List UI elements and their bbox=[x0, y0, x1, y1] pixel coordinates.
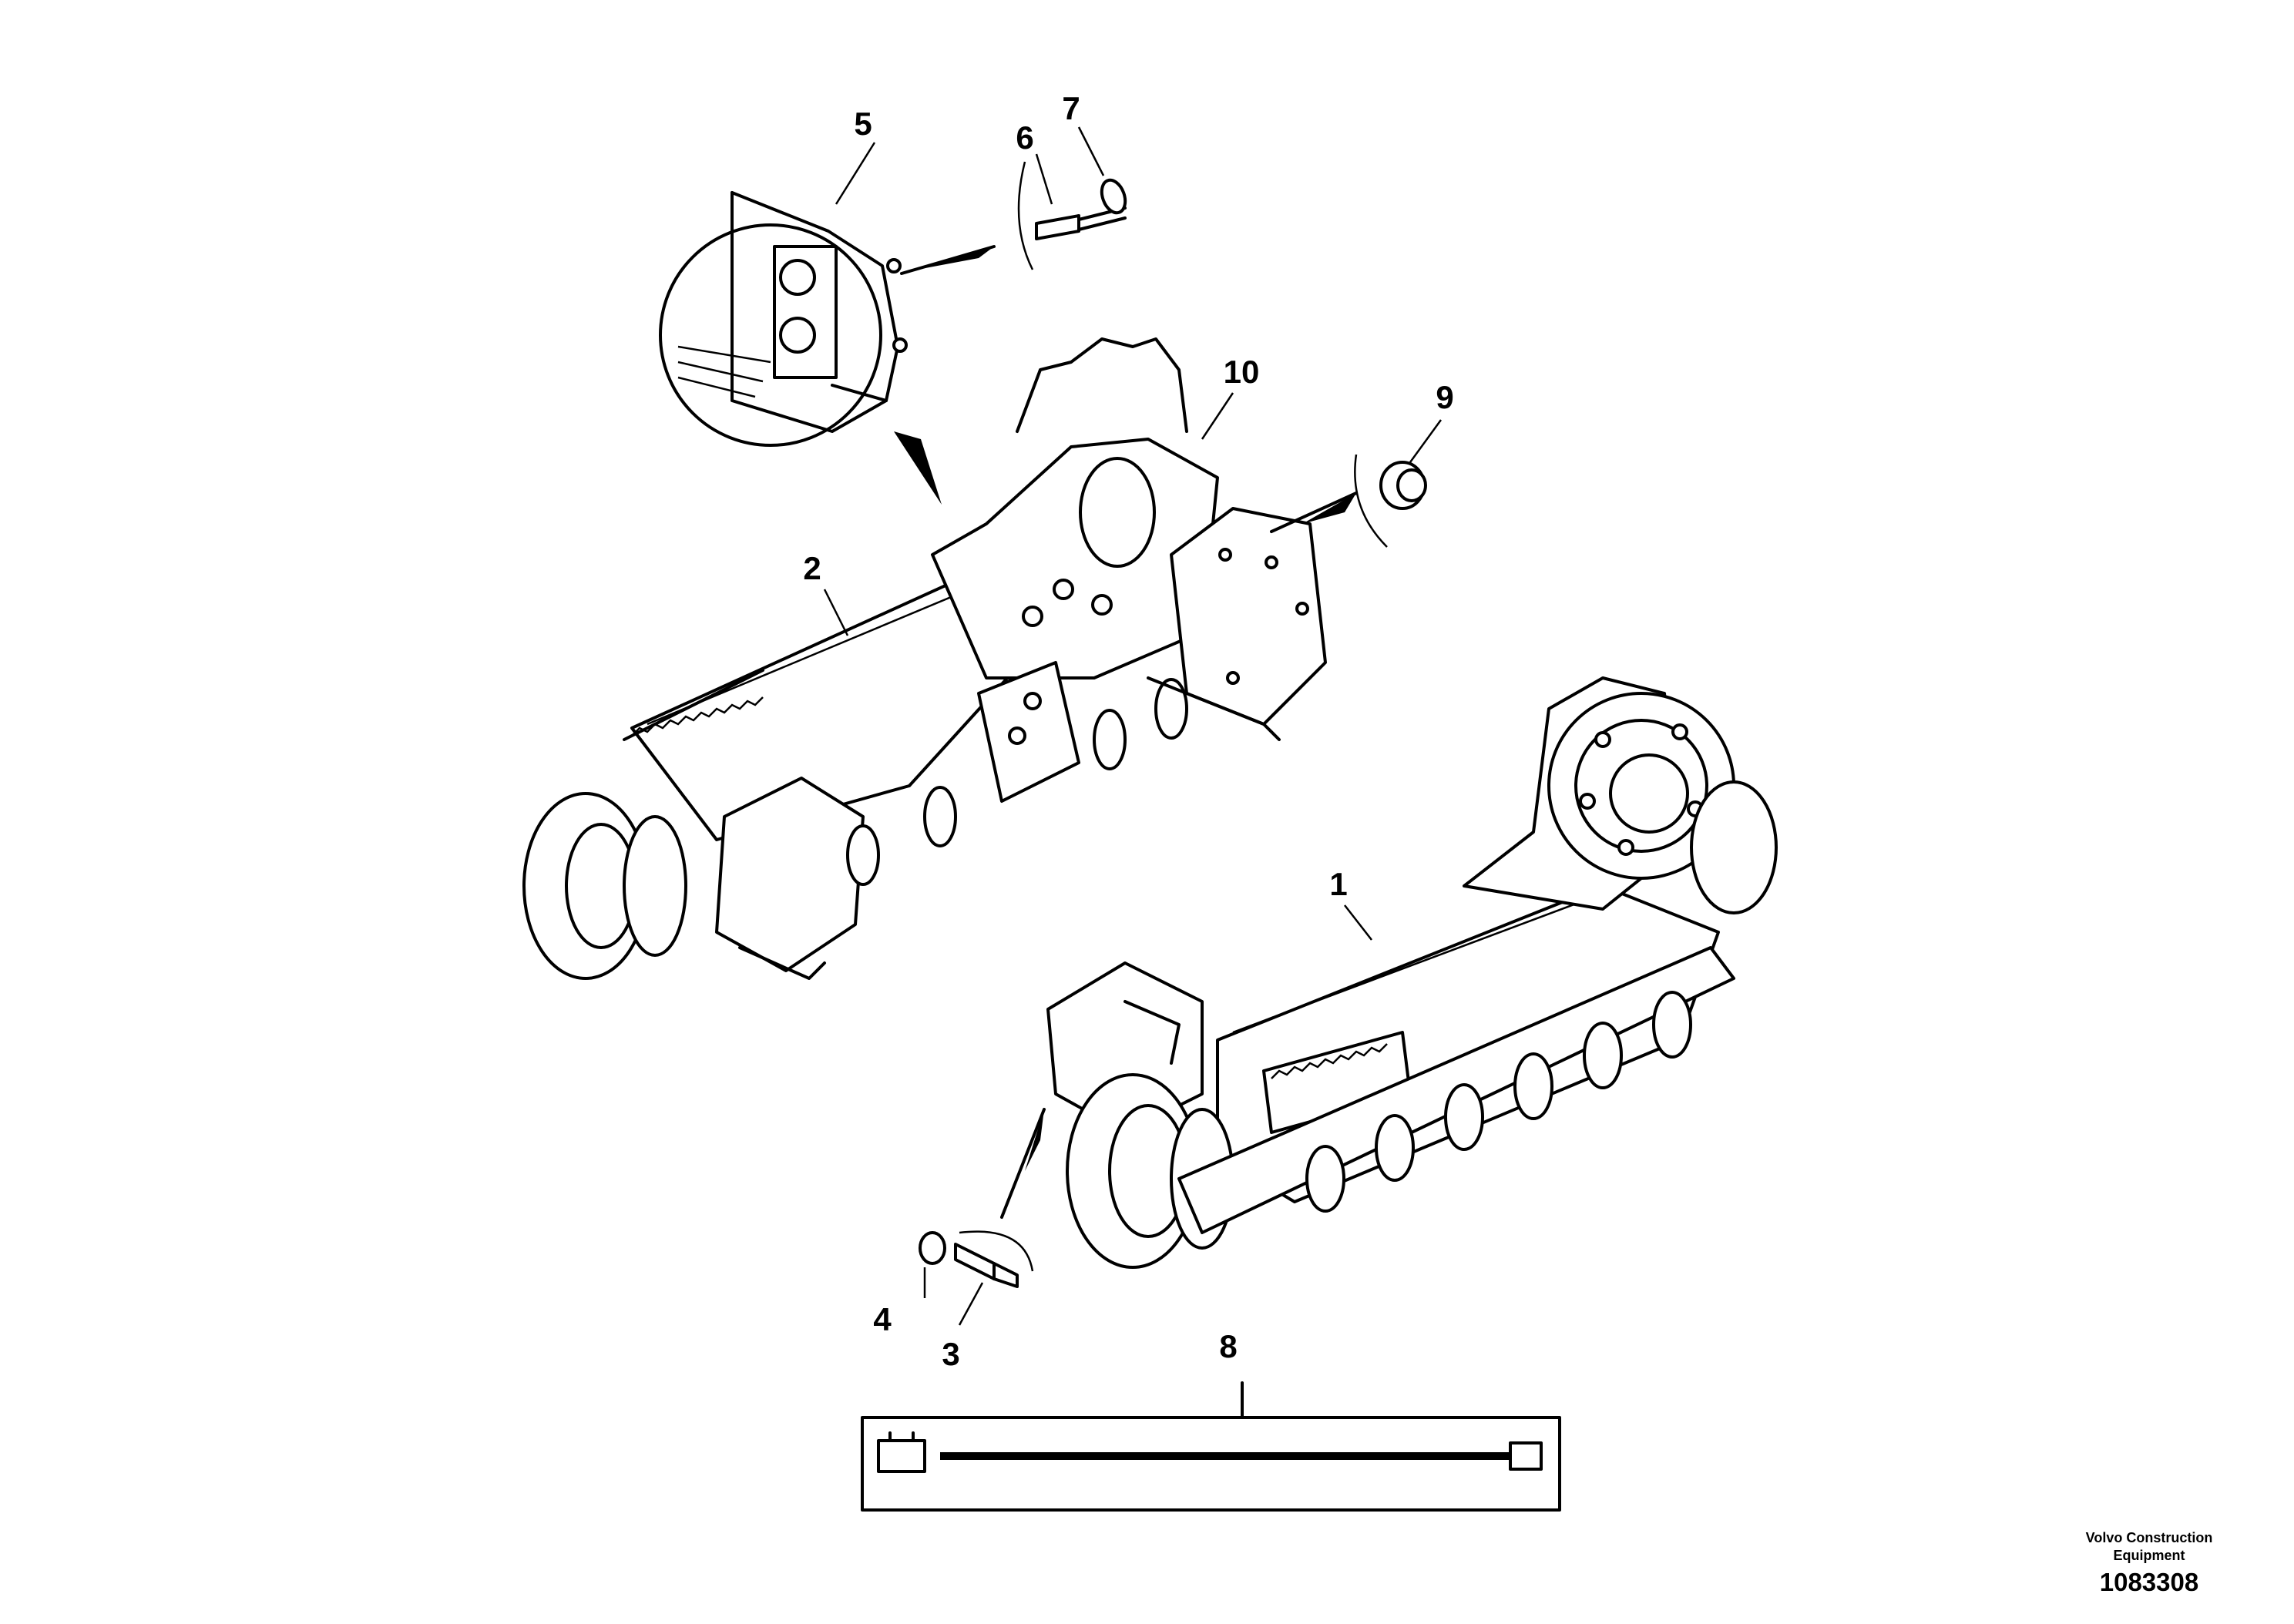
callout-4: 4 bbox=[873, 1301, 892, 1337]
plug-detail-9 bbox=[1270, 454, 1427, 548]
track-frame-1 bbox=[1046, 676, 1778, 1269]
detail-bubble-item-5 bbox=[659, 191, 942, 505]
callout-1: 1 bbox=[1329, 866, 1347, 902]
callout-2: 2 bbox=[803, 550, 821, 586]
harness-box-8 bbox=[861, 1381, 1561, 1512]
document-number: 1083308 bbox=[2099, 1568, 2199, 1596]
callout-3: 3 bbox=[942, 1336, 959, 1372]
callout-5: 5 bbox=[854, 106, 872, 142]
bolt-washer-detail-3-4 bbox=[919, 1108, 1046, 1288]
callout-10: 10 bbox=[1224, 354, 1260, 390]
callout-6: 6 bbox=[1016, 119, 1033, 156]
callout-labels: 5 6 7 10 9 2 1 4 3 8 bbox=[803, 90, 1453, 1372]
manufacturer-line-1: Volvo Construction bbox=[2085, 1530, 2213, 1545]
track-frame-2 bbox=[522, 337, 1327, 980]
callout-7: 7 bbox=[1062, 90, 1080, 126]
leader-lines bbox=[823, 126, 1443, 1326]
document-footer: Volvo Construction Equipment 1083308 bbox=[2049, 1529, 2249, 1599]
callout-9: 9 bbox=[1436, 379, 1453, 415]
bolt-washer-detail-6-7 bbox=[900, 161, 1127, 275]
manufacturer-line-2: Equipment bbox=[2113, 1548, 2185, 1563]
callout-8: 8 bbox=[1219, 1328, 1237, 1364]
